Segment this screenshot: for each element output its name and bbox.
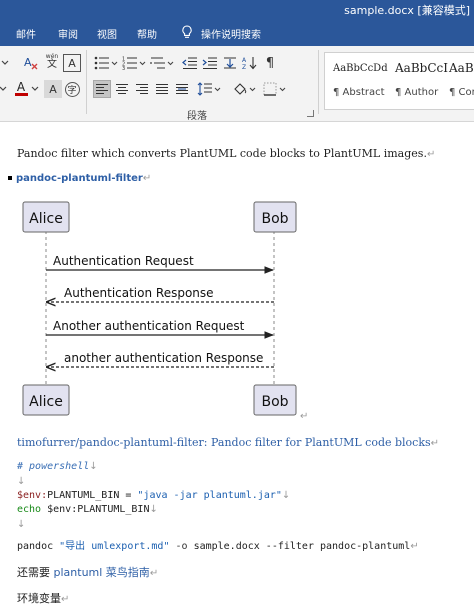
title-bar: sample.docx [兼容模式] bbox=[0, 0, 474, 18]
participant-bob-bottom bbox=[253, 384, 297, 416]
code-line-blank: ↓ bbox=[17, 476, 26, 487]
font-color-icon[interactable]: A bbox=[12, 79, 30, 97]
message-2-label: Authentication Response bbox=[64, 286, 214, 300]
paragraph-settings-launcher-icon[interactable] bbox=[307, 110, 314, 117]
svg-text:1: 1 bbox=[122, 57, 125, 63]
svg-text:3: 3 bbox=[122, 66, 125, 70]
participant-alice-top-label: Alice bbox=[29, 211, 63, 227]
message-3-label: Another authentication Request bbox=[53, 319, 245, 333]
participant-bob-bottom-label: Bob bbox=[261, 394, 288, 410]
code-line-blank-2: ↓ bbox=[17, 519, 26, 530]
repo-link[interactable]: timofurrer/pandoc-plantuml-filter: Pando… bbox=[17, 436, 440, 449]
svg-text:2: 2 bbox=[122, 62, 125, 68]
participant-alice-bottom bbox=[22, 384, 70, 416]
code-line-pandoc: pandoc "导出 umlexport.md" -o sample.docx … bbox=[17, 541, 419, 552]
style-abstract[interactable]: AaBbCcDd ¶ Abstract bbox=[333, 63, 388, 98]
enclose-characters-icon[interactable]: 字 bbox=[63, 80, 81, 98]
participant-bob-top bbox=[253, 201, 297, 233]
ribbon-tabs: 邮件 审阅 视图 帮助 操作说明搜索 bbox=[0, 18, 474, 46]
line-spacing-dropdown-icon[interactable] bbox=[213, 80, 221, 98]
phonetic-guide-icon[interactable]: wén 文 bbox=[45, 52, 59, 70]
decrease-indent-icon[interactable] bbox=[181, 54, 199, 72]
bullets-icon[interactable] bbox=[93, 54, 111, 72]
message-4-label: another authentication Response bbox=[64, 351, 263, 365]
section-heading: pandoc-plantuml-filter↵ bbox=[8, 173, 151, 184]
bullets-dropdown-icon[interactable] bbox=[110, 54, 118, 72]
env-var-paragraph: 环境变量↵ bbox=[17, 592, 70, 605]
style-compact[interactable]: AaBl ¶ Comp bbox=[449, 61, 474, 98]
code-line-env: $env:PLANTUML_BIN = "java -jar plantuml.… bbox=[17, 490, 291, 501]
tab-view[interactable]: 视图 bbox=[97, 30, 117, 41]
document-page[interactable]: Pandoc filter which converts PlantUML co… bbox=[0, 123, 474, 612]
numbering-dropdown-icon[interactable] bbox=[138, 54, 146, 72]
participant-alice-bottom-label: Alice bbox=[29, 394, 63, 410]
borders-dropdown-icon[interactable] bbox=[278, 80, 286, 98]
participant-bob-top-label: Bob bbox=[261, 211, 288, 227]
align-right-icon[interactable] bbox=[133, 80, 151, 98]
line-spacing-icon[interactable] bbox=[196, 80, 214, 98]
borders-icon[interactable] bbox=[261, 80, 279, 98]
font-color-dropdown-icon[interactable] bbox=[30, 80, 40, 98]
lightbulb-icon[interactable] bbox=[181, 25, 193, 39]
message-1-label: Authentication Request bbox=[53, 254, 194, 268]
svg-text:A: A bbox=[24, 56, 32, 69]
clear-formatting-icon[interactable]: A bbox=[22, 54, 40, 72]
multilevel-list-icon[interactable] bbox=[149, 54, 167, 72]
code-line-echo: echo $env:PLANTUML_BIN↓ bbox=[17, 504, 158, 515]
align-left-icon[interactable] bbox=[93, 80, 111, 98]
styles-gallery: AaBbCcDd ¶ Abstract AaBbCcI ¶ Author AaB… bbox=[324, 52, 474, 110]
character-border-icon[interactable]: A bbox=[63, 54, 81, 72]
participant-alice-top bbox=[22, 201, 70, 233]
code-line-comment: # powershell↓ bbox=[17, 461, 98, 472]
document-title: sample.docx [兼容模式] bbox=[344, 4, 470, 17]
svg-text:Z: Z bbox=[242, 64, 246, 70]
shading-icon[interactable] bbox=[231, 80, 249, 98]
tab-mailings[interactable]: 邮件 bbox=[16, 30, 36, 41]
sequence-diagram: Alice Bob Alice Bob ↵ Authentication Req… bbox=[22, 201, 308, 422]
tell-me-search[interactable]: 操作说明搜索 bbox=[201, 30, 261, 41]
chinese-layout-icon[interactable] bbox=[221, 54, 239, 72]
font-size-dropdown-icon[interactable] bbox=[0, 54, 14, 72]
svg-text:↵: ↵ bbox=[300, 411, 308, 422]
svg-text:A: A bbox=[242, 57, 247, 64]
paragraph-group-label: 段落 bbox=[187, 111, 207, 122]
style-author[interactable]: AaBbCcI ¶ Author bbox=[395, 61, 448, 98]
distributed-icon[interactable] bbox=[173, 80, 191, 98]
character-shading-icon[interactable]: A bbox=[44, 80, 62, 98]
more-font-options-icon[interactable] bbox=[0, 80, 12, 98]
tab-review[interactable]: 审阅 bbox=[58, 30, 78, 41]
shading-dropdown-icon[interactable] bbox=[248, 80, 256, 98]
intro-paragraph: Pandoc filter which converts PlantUML co… bbox=[17, 147, 436, 160]
show-marks-icon[interactable]: ¶ bbox=[265, 55, 275, 71]
align-center-icon[interactable] bbox=[113, 80, 131, 98]
multilevel-dropdown-icon[interactable] bbox=[166, 54, 174, 72]
justify-icon[interactable] bbox=[153, 80, 171, 98]
increase-indent-icon[interactable] bbox=[201, 54, 219, 72]
tab-help[interactable]: 帮助 bbox=[137, 30, 157, 41]
also-need-paragraph: 还需要 plantuml 菜鸟指南↵ bbox=[17, 566, 159, 579]
plantuml-guide-link[interactable]: plantuml 菜鸟指南 bbox=[53, 566, 150, 579]
